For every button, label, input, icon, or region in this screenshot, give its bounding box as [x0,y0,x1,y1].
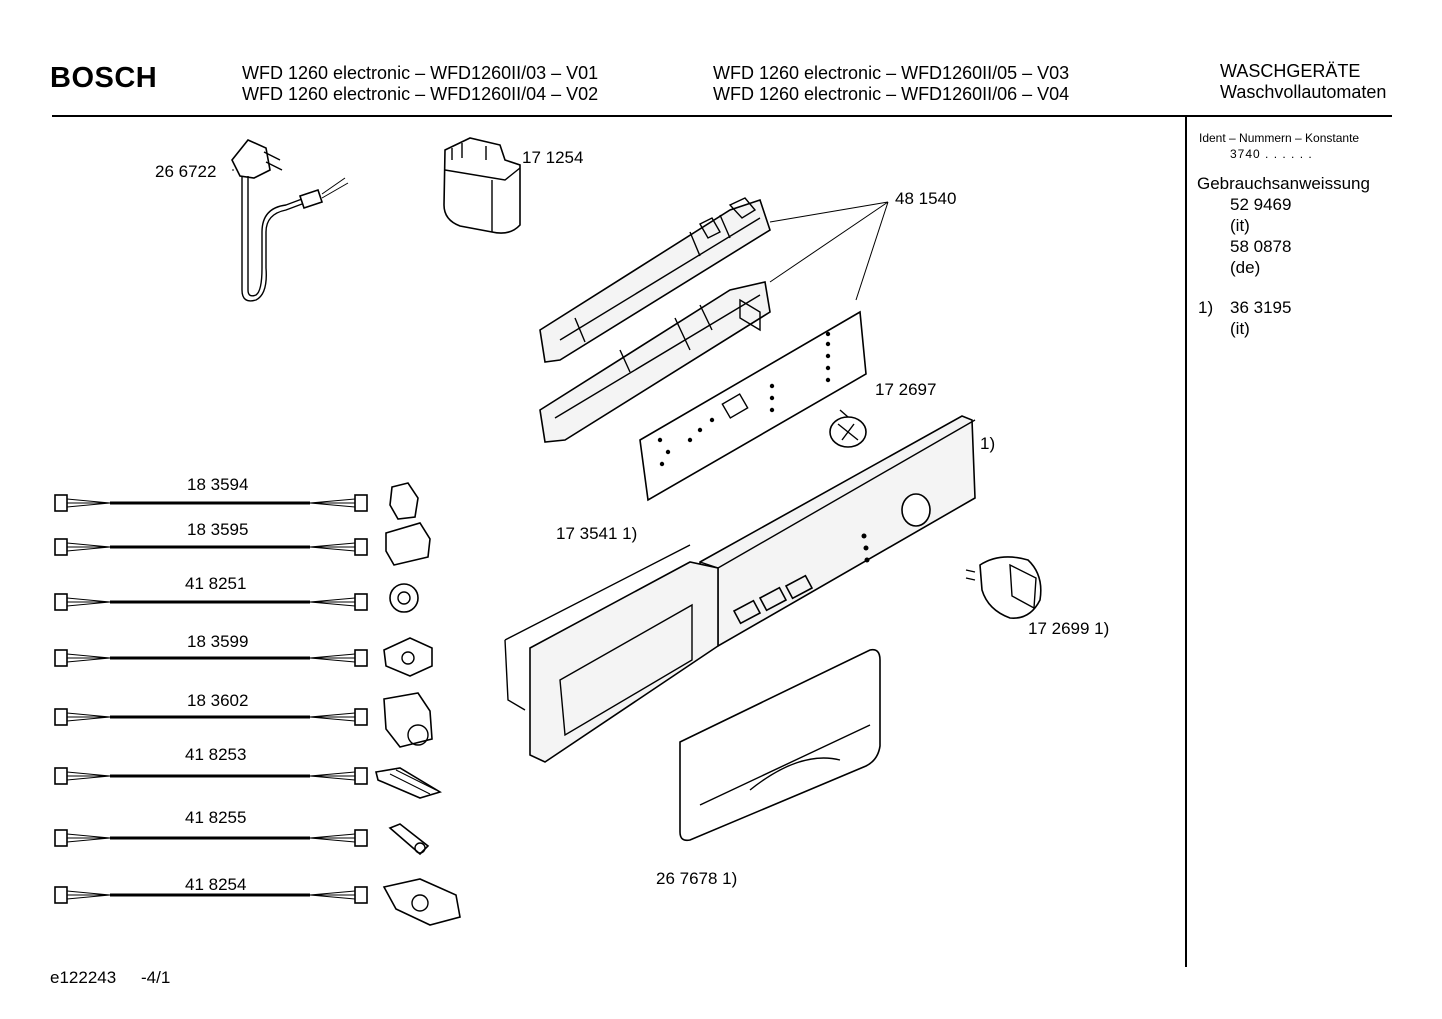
model-line: WFD 1260 electronic – WFD1260II/03 – V01 [242,63,599,83]
footnote-entry: (it) [1230,319,1250,338]
header-rule [52,115,1392,117]
harness-label: 41 8253 [185,745,247,764]
small-knob-label: 17 2697 [875,380,937,399]
model-line: WFD 1260 electronic – WFD1260II/05 – V03 [713,63,1070,83]
small-knob-drawing [829,409,867,448]
large-knob-label: 17 2699 1) [1028,619,1110,638]
models-left: WFD 1260 electronic – WFD1260II/03 – V01… [242,63,598,105]
harness-row [54,823,430,856]
harness-label: 18 3602 [187,691,249,710]
harness-label: 41 8251 [185,574,247,593]
harness-row [54,637,433,677]
harness-row [54,878,461,926]
control-module-lower [539,281,771,443]
harness-row [54,583,419,613]
harness-label: 18 3595 [187,520,249,539]
harness-label: 41 8254 [185,875,247,894]
models-right: WFD 1260 electronic – WFD1260II/05 – V03… [713,63,1069,105]
panel-note-label: 1) [980,434,996,453]
manual-entry: (it) [1230,216,1250,235]
brand-logo: BOSCH [50,62,158,94]
harness-label: 18 3599 [187,632,249,651]
drawer-handle-drawing [679,648,881,842]
manual-entries: 52 9469 (it) 58 0878 (de) [1230,194,1291,278]
manual-entry: 52 9469 [1230,195,1292,214]
leader-lines [232,169,889,301]
ident-label: Ident – Nummern – Konstante [1199,131,1360,145]
category: WASCHGERÄTE Waschvollautomaten [1220,61,1386,103]
model-line: WFD 1260 electronic – WFD1260II/04 – V02 [242,84,599,104]
footer-page: -4/1 [141,968,171,987]
harness-label: 18 3594 [187,475,249,494]
footer-code: e122243 [50,968,117,987]
footnote-entries: 36 3195 (it) [1230,297,1291,339]
control-module-label: 48 1540 [895,189,957,208]
control-panel-drawing [699,415,976,647]
exploded-diagram [54,137,1042,926]
model-line: WFD 1260 electronic – WFD1260II/06 – V04 [713,84,1070,104]
harness-row [54,482,419,520]
footnote-entry: 36 3195 [1230,298,1292,317]
drawer-handle-label: 26 7678 1) [656,869,738,888]
manual-entry: 58 0878 [1230,237,1292,256]
category-line: WASCHGERÄTE [1220,61,1361,81]
harness-label: 41 8255 [185,808,247,827]
harness-row [54,522,431,566]
circuit-board-drawing [639,310,867,502]
control-module-upper [539,197,771,363]
large-knob-drawing [965,556,1042,619]
sidebar-divider [1185,117,1187,967]
harness-row [54,692,433,748]
ident-value: 3740 . . . . . . [1230,147,1313,161]
seal-label: 17 3541 1) [556,524,638,543]
drawer-frame-drawing [504,544,719,763]
manual-entry: (de) [1230,258,1261,277]
footnote-marker: 1) [1198,298,1214,317]
manual-label: Gebrauchsanweissung [1197,174,1370,193]
power-cord-drawing [231,139,349,302]
harness-row [54,767,442,799]
power-cord-label: 26 6722 [155,162,217,181]
filter-label: 17 1254 [522,148,584,167]
filter-drawing [443,137,521,234]
harness-drawings [54,482,461,926]
category-line: Waschvollautomaten [1220,82,1387,102]
